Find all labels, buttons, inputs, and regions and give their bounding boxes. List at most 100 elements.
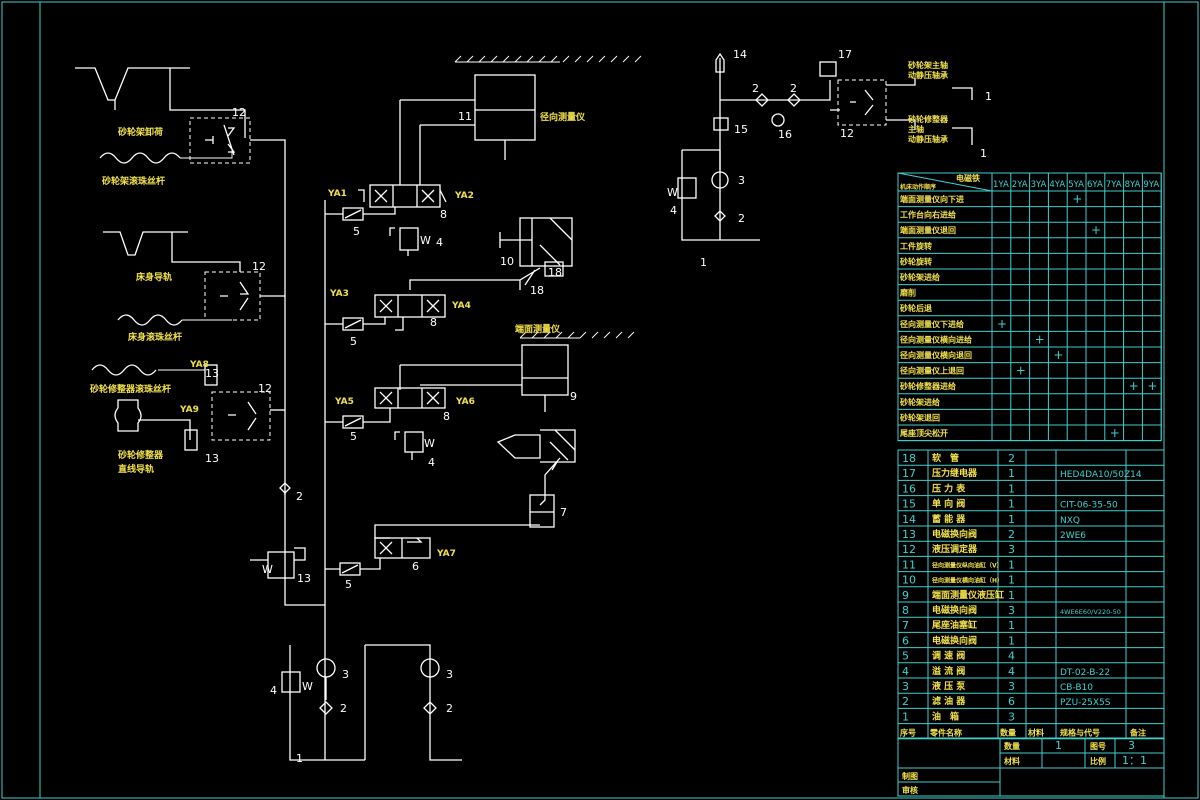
left-load-group: 12 12 YA8 13 YA9 13 12 2 W 13 (75, 67, 325, 606)
svg-text:18: 18 (548, 266, 562, 279)
parts-list-qty: 1 (1008, 498, 1015, 511)
parts-list-name: 尾座油塞缸 (931, 619, 977, 631)
parts-list-qty: 3 (1008, 543, 1015, 556)
action-table-col-header: 2YA (1012, 180, 1028, 190)
svg-text:5: 5 (353, 225, 360, 238)
action-table-mark: + (1110, 426, 1120, 440)
action-table-mark: + (1016, 364, 1026, 378)
parts-list-spec: HED4DA10/50Z14 (1060, 470, 1142, 480)
label-spindle-rear: 砂轮修整器 (907, 114, 949, 124)
label-spindle-front-2: 动静压轴承 (908, 70, 948, 80)
frame-inner (39, 1, 1165, 799)
title-scale-label: 比例 (1090, 756, 1106, 766)
svg-text:YA5: YA5 (334, 397, 354, 407)
action-table-row-name: 砂轮架退回 (899, 412, 940, 422)
parts-list-spec: 2WE6 (1060, 531, 1086, 541)
svg-text:W: W (420, 234, 431, 247)
svg-text:12: 12 (840, 127, 854, 140)
svg-text:8: 8 (430, 316, 437, 329)
parts-list-header-qty: 数量 (1000, 728, 1016, 738)
svg-text:11: 11 (458, 110, 472, 123)
title-block (897, 737, 1165, 797)
parts-list-qty: 1 (1008, 574, 1015, 587)
action-table-row-name: 砂轮架进给 (899, 397, 940, 407)
parts-list-header-spec: 规格与代号 (1060, 728, 1100, 738)
parts-list-name: 调 速 阀 (932, 650, 965, 662)
parts-list-no: 8 (902, 604, 909, 617)
parts-list-spec: CIT-06-35-50 (1060, 501, 1118, 511)
action-table-col-header: 8YA (1125, 180, 1141, 190)
svg-text:2: 2 (446, 702, 453, 715)
action-table-mark: + (997, 317, 1007, 331)
parts-list-no: 2 (902, 695, 909, 708)
svg-text:W: W (424, 437, 435, 450)
parts-list-qty: 2 (1008, 528, 1015, 541)
svg-text:2: 2 (296, 490, 303, 503)
parts-list-qty: 6 (1008, 695, 1015, 708)
action-table-col-header: 1YA (993, 180, 1009, 190)
svg-text:8: 8 (443, 410, 450, 423)
label-dresser-guide-2: 直线导轨 (118, 463, 154, 475)
title-qty-value: 1 (1055, 739, 1062, 752)
action-table-mark: + (1035, 332, 1045, 346)
svg-text:2: 2 (340, 702, 347, 715)
svg-text:YA1: YA1 (327, 189, 347, 199)
parts-list-spec: 4WE6E60/V220-50 (1060, 608, 1121, 616)
parts-list-qty: 3 (1008, 604, 1015, 617)
label-dresser-screw: 砂轮修整器滚珠丝杆 (90, 383, 171, 395)
parts-list-no: 12 (902, 543, 916, 556)
action-table-col-header: 3YA (1031, 180, 1047, 190)
action-table-col-header: 9YA (1143, 180, 1159, 190)
action-table-row-name: 工作台向右进给 (900, 210, 956, 220)
parts-list-header-material: 材料 (1028, 728, 1044, 738)
parts-list-spec: CB-B10 (1060, 683, 1093, 693)
svg-text:5: 5 (350, 430, 357, 443)
parts-list-qty: 4 (1008, 665, 1015, 678)
svg-text:12: 12 (258, 382, 272, 395)
label-spindle-rear-2: 主轴 (908, 124, 924, 134)
title-scale-value: 1：1 (1122, 754, 1147, 767)
parts-list-no: 16 (902, 482, 916, 495)
svg-text:7: 7 (560, 506, 567, 519)
svg-text:2: 2 (738, 212, 745, 225)
parts-list-no: 3 (902, 680, 909, 693)
svg-text:YA3: YA3 (329, 289, 349, 299)
parts-list-header-no: 序号 (900, 728, 916, 738)
parts-list-name: 蓄 能 器 (932, 513, 966, 525)
svg-text:1: 1 (700, 256, 707, 269)
parts-list-no: 17 (902, 467, 916, 480)
svg-text:YA4: YA4 (451, 301, 471, 311)
svg-text:3: 3 (738, 174, 745, 187)
label-spindle-rear-3: 动静压轴承 (908, 134, 948, 144)
parts-list-name: 电磁换向阀 (932, 528, 977, 540)
parts-list-spec: DT-02-B-22 (1060, 668, 1110, 678)
svg-text:YA9: YA9 (179, 405, 199, 415)
parts-list-name: 单 向 阀 (932, 498, 965, 510)
label-end-gauge: 端面测量仪 (515, 323, 561, 335)
action-table-row-name: 端面测量仪向下进 (900, 194, 964, 204)
svg-text:6: 6 (412, 560, 419, 573)
action-table-row-name: 砂轮旋转 (899, 256, 932, 266)
parts-list-name: 电磁换向阀 (932, 634, 977, 646)
parts-list-no: 13 (902, 528, 916, 541)
parts-list-no: 5 (902, 650, 909, 663)
parts-list-header-remark: 备注 (1129, 728, 1146, 738)
action-table-mark: + (1053, 348, 1063, 362)
svg-text:W: W (302, 680, 313, 693)
svg-text:16: 16 (778, 128, 792, 141)
parts-list-no: 11 (902, 558, 916, 571)
svg-text:2: 2 (790, 82, 797, 95)
svg-text:17: 17 (838, 48, 852, 61)
svg-text:10: 10 (500, 255, 514, 268)
svg-text:13: 13 (297, 572, 311, 585)
parts-list-qty: 4 (1008, 650, 1015, 663)
parts-list-name: 液压调定器 (932, 543, 978, 555)
svg-text:4: 4 (670, 204, 677, 217)
parts-list-qty: 3 (1008, 710, 1015, 723)
svg-text:4: 4 (270, 684, 277, 697)
label-bed-guide: 床身导轨 (136, 271, 172, 283)
parts-list-spec: NXQ (1060, 516, 1080, 526)
